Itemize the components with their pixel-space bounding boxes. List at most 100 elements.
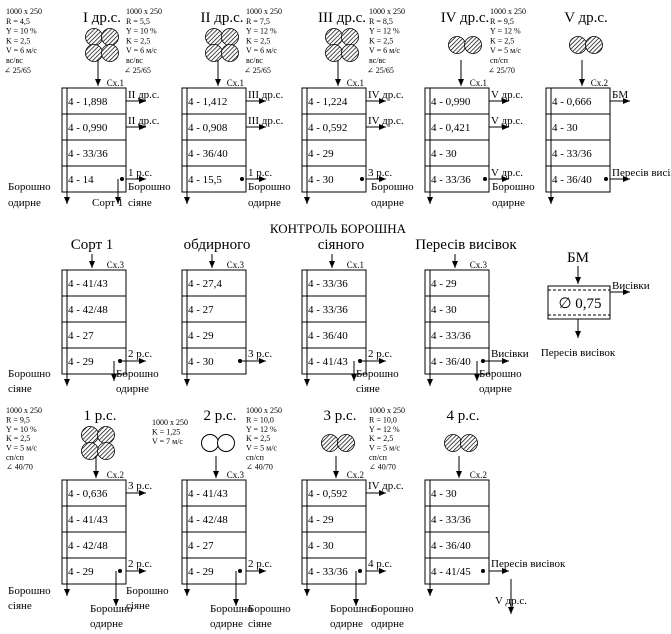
sieve-label: 4 - 30 [431, 304, 457, 316]
grind-4-param: V = 5 м/с [369, 444, 400, 453]
junction-dot [483, 177, 487, 181]
control-1-sifter: Сх.34 - 41/434 - 42/484 - 274 - 29 [61, 260, 127, 375]
control-4-bottom-label: одирне [479, 383, 512, 395]
junction-dot [238, 569, 242, 573]
unit-1-param: V = 6 м/с [6, 46, 37, 55]
grind-2-output-label: 2 р.с. [248, 558, 272, 570]
sieve-label: 4 - 33/36 [431, 330, 471, 342]
unit-5-bottom-label: Борошно [492, 181, 535, 193]
grind-3-output-label: IV др.с. [368, 480, 404, 492]
grind-1-param: Y = 10 % [6, 425, 37, 434]
sieve-label: 4 - 42/48 [68, 304, 108, 316]
sieve-label: 4 - 36/40 [188, 148, 228, 160]
sieve-label: 4 - 30 [188, 356, 214, 368]
junction-dot [120, 177, 124, 181]
sieve-label: 4 - 33/36 [308, 278, 348, 290]
sieve-label: 4 - 41/43 [188, 488, 228, 500]
sieve-label: 4 - 29 [188, 566, 214, 578]
sieve-label: 4 - 27 [68, 330, 94, 342]
unit-3-param: K = 2,5 [246, 36, 270, 45]
sieve-label: 4 - 29 [308, 148, 334, 160]
roll-icon [460, 434, 478, 452]
unit-4-title: IV др.с. [441, 10, 490, 26]
roll-pair-icon [221, 28, 239, 46]
unit-5-param: ∠ 25/70 [488, 66, 515, 75]
unit-1-param: K = 2,5 [6, 36, 30, 45]
control-2-title: обдирного [184, 237, 251, 253]
unit-1-param: 1000 x 250 [6, 7, 42, 16]
scheme-label: Сх.1 [227, 78, 244, 88]
grind-3-param: ∠ 40/70 [246, 462, 273, 471]
roll-icon [444, 434, 462, 452]
roll-pair-icon [205, 44, 223, 62]
control-2-sifter: Сх.34 - 27,44 - 274 - 294 - 30 [181, 260, 247, 375]
unit-3-output-label: 3 р.с. [368, 167, 392, 179]
grind-1-output-label: 2 р.с. [128, 558, 152, 570]
roll-icon [569, 36, 587, 54]
grind-4-param: K = 2,5 [369, 434, 393, 443]
roll-icon [464, 36, 482, 54]
grind-3-param: 1000 x 250 [246, 406, 282, 415]
unit-1-title: I др.с. [83, 10, 121, 26]
unit-2-output-label: 1 р.с. [248, 167, 272, 179]
unit-2-bottom-label: Борошно [128, 181, 171, 193]
grind-2-bottom-label: Борошно [126, 585, 169, 597]
junction-dot [604, 177, 608, 181]
sieve-label: 4 - 0,592 [308, 488, 347, 500]
scheme-label: Сх.3 [470, 260, 488, 270]
grind-1-bottom-label: Борошно [90, 603, 133, 615]
grind-1-bottom-label: Борошно [8, 585, 51, 597]
scheme-label: Сх.1 [347, 78, 364, 88]
control-1-title: Сорт 1 [71, 237, 114, 253]
scheme-label: Сх.1 [347, 260, 364, 270]
grind-2-param: K = 1,25 [152, 427, 180, 436]
bm-output-label: Висівки [612, 280, 650, 292]
roll-icon [585, 36, 603, 54]
junction-dot [240, 177, 244, 181]
sieve-label: 4 - 27,4 [188, 278, 222, 290]
grind-1-param: сп/сп [6, 453, 25, 462]
smooth-roll-icon [217, 434, 235, 452]
roll-pair-icon [81, 426, 99, 444]
bm-value: ∅ 0,75 [558, 296, 601, 312]
unit-4-output-label: V др.с. [491, 115, 523, 127]
unit-1-output-label: 1 р.с. [128, 167, 152, 179]
scheme-label: Сх.1 [470, 78, 487, 88]
control-1-bottom-label: Борошно [8, 368, 51, 380]
unit-1-bottom-label: Борошно [8, 181, 51, 193]
unit-1-param: вс/вс [6, 56, 23, 65]
grind-1-param: 1000 x 250 [6, 406, 42, 415]
grind-4-param: 1000 x 250 [369, 406, 405, 415]
smooth-roll-icon [201, 434, 219, 452]
scheme-label: Сх.3 [227, 470, 245, 480]
sieve-label: 4 - 36/40 [552, 174, 592, 186]
junction-dot [358, 569, 362, 573]
control-4-sifter: Сх.34 - 294 - 304 - 33/364 - 36/40 [424, 260, 490, 375]
control-3-output-label: 2 р.с. [368, 348, 392, 360]
sieve-label: 4 - 36/40 [308, 330, 348, 342]
roll-pair-icon [97, 442, 115, 460]
scheme-label: Сх.3 [107, 260, 125, 270]
grind-1-output-label: 3 р.с. [128, 480, 152, 492]
unit-4-param: V = 6 м/с [369, 46, 400, 55]
unit-4-bottom-label: одирне [371, 197, 404, 209]
sieve-label: 4 - 29 [68, 566, 94, 578]
grind-3-bottom-label: Борошно [248, 603, 291, 615]
central-title: КОНТРОЛЬ БОРОШНА [270, 221, 407, 236]
sieve-label: 4 - 30 [308, 174, 334, 186]
control-2-output-label: 3 р.с. [248, 348, 272, 360]
unit-1-bottom-label: одирне [8, 197, 41, 209]
unit-3-bottom-label: Борошно [248, 181, 291, 193]
sieve-label: 4 - 41/45 [431, 566, 471, 578]
sieve-label: 4 - 1,898 [68, 96, 108, 108]
control-3-bottom-label: сіяне [356, 383, 380, 395]
sieve-label: 4 - 0,666 [552, 96, 592, 108]
unit-2-param: V = 6 м/с [126, 46, 157, 55]
sieve-label: 4 - 15,5 [188, 174, 222, 186]
grind-3-bottom-label: Борошно [330, 603, 373, 615]
unit-2-param: вс/вс [126, 56, 143, 65]
unit-3-bottom-label: одирне [248, 197, 281, 209]
sieve-label: 4 - 33/36 [552, 148, 592, 160]
